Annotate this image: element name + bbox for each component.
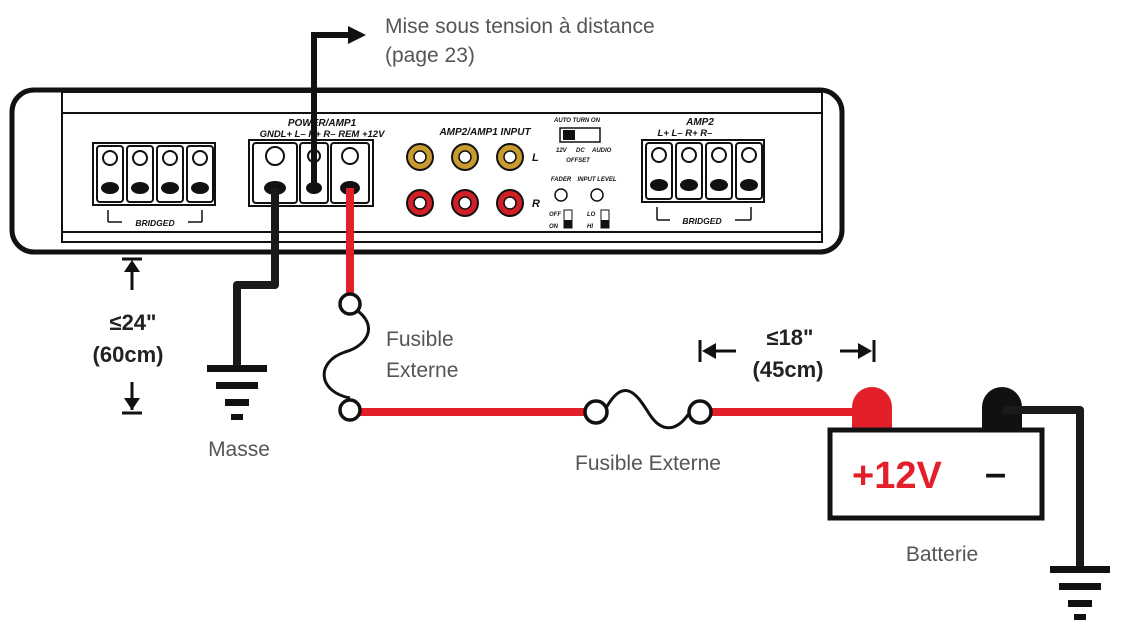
fader-on-label: ON xyxy=(549,224,559,230)
fader-label: FADER xyxy=(551,177,572,183)
arrow-icon xyxy=(348,26,366,44)
battery-negative-label: – xyxy=(985,453,1006,495)
distance-amp-metric-label: (60cm) xyxy=(93,342,164,367)
fuse-inline-label: Fusible Externe xyxy=(575,452,721,475)
battery-case xyxy=(827,427,1045,521)
amp1-speaker-terminal-block: BRIDGED xyxy=(92,142,216,228)
ground-wire xyxy=(233,188,279,365)
arrow-down-icon xyxy=(124,398,140,410)
control-panel: AUTO TURN ON 12V DC AUDIO OFFSET FADER I… xyxy=(549,118,617,230)
input-level-knob xyxy=(590,188,604,202)
level-lo-label: LO xyxy=(587,212,596,218)
distance-battery-label: ≤18" xyxy=(767,325,814,350)
fuse-near-amp-label-line2: Externe xyxy=(386,359,458,382)
fuse-near-amp-label-line1: Fusible xyxy=(386,328,454,351)
ground-symbol-icon xyxy=(207,365,267,420)
bridged-label-left: BRIDGED xyxy=(135,218,174,228)
amp2-terminal-labels: L+ L– R+ R– xyxy=(658,128,714,139)
power-terminal-block: POWER/AMP1 GNDL+ L– R+ R– REM +12V xyxy=(248,118,386,207)
switch-audio-label: AUDIO xyxy=(591,148,612,154)
switch-12v-label: 12V xyxy=(556,148,568,154)
fader-knob xyxy=(554,188,568,202)
rca-input-jacks: AMP2/AMP1 INPUT L R xyxy=(406,127,540,217)
offset-label: OFFSET xyxy=(566,158,591,164)
rca-right-row xyxy=(406,189,524,217)
auto-turn-on-label: AUTO TURN ON xyxy=(553,118,601,124)
fader-off-label: OFF xyxy=(549,212,561,218)
arrow-up-icon xyxy=(124,260,140,272)
battery-positive-label: +12V xyxy=(852,455,942,497)
distance-marker-amp xyxy=(122,257,142,415)
battery: +12V – xyxy=(827,387,1045,521)
batterie-label: Batterie xyxy=(906,543,978,566)
channel-right-label: R xyxy=(532,198,540,210)
arrow-left-icon xyxy=(702,343,716,359)
power-terminal-labels: GNDL+ L– R+ R– REM +12V xyxy=(260,129,386,140)
level-hi-label: HI xyxy=(587,224,593,230)
channel-left-label: L xyxy=(532,152,539,164)
arrow-right-icon xyxy=(858,343,872,359)
remote-turn-on-label: Mise sous tension à distance xyxy=(385,15,655,38)
amp2-speaker-terminal-block: AMP2 L+ L– R+ R– BRIDGED xyxy=(641,117,765,226)
amplifier: BRIDGED POWER/AMP1 GNDL+ L– R+ R– REM +1… xyxy=(9,87,845,255)
masse-label: Masse xyxy=(208,438,270,461)
power-wire xyxy=(346,188,870,416)
battery-ground-symbol-icon xyxy=(1050,566,1110,620)
input-level-label: INPUT LEVEL xyxy=(577,177,616,183)
distance-marker-battery xyxy=(698,340,876,362)
rca-left-row xyxy=(406,143,524,171)
bridged-label-right: BRIDGED xyxy=(682,216,721,226)
distance-battery-metric-label: (45cm) xyxy=(753,357,824,382)
amp2-title: AMP2 xyxy=(685,117,714,128)
inline-fuse-icon xyxy=(583,389,713,430)
distance-amp-label: ≤24" xyxy=(110,310,157,335)
power-amp1-title: POWER/AMP1 xyxy=(288,118,357,129)
input-title: AMP2/AMP1 INPUT xyxy=(438,127,531,138)
remote-turn-on-page-ref: (page 23) xyxy=(385,44,475,67)
remote-turn-on-wire xyxy=(311,26,366,188)
switch-dc-label: DC xyxy=(576,148,585,154)
fuse-icon xyxy=(322,292,370,422)
battery-ground-wire xyxy=(1002,406,1084,568)
